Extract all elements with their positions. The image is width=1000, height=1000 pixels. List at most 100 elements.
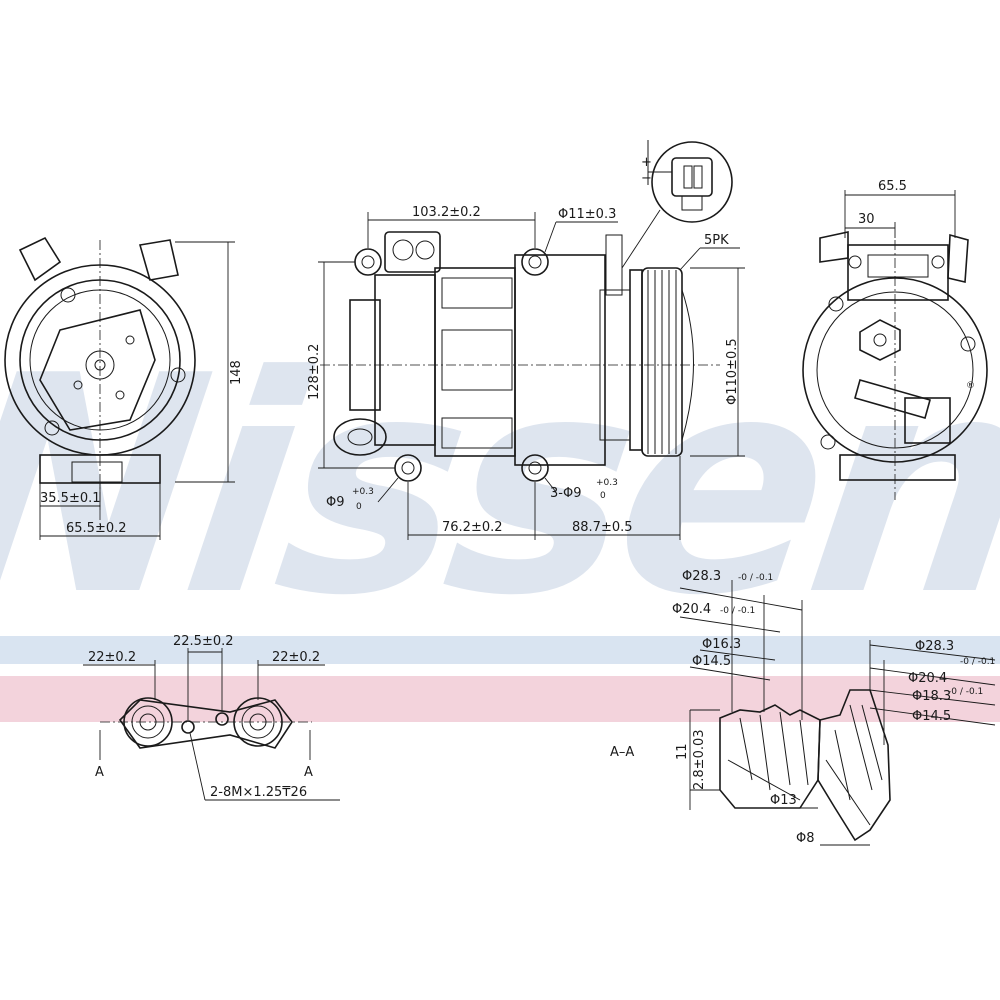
- dim-65-5: 65.5±0.2: [66, 521, 127, 536]
- leader: [679, 247, 701, 271]
- main-view-rib: [441, 329, 513, 391]
- rear-view-sensor-box: [904, 397, 951, 444]
- dim-aa-d5: Φ13: [770, 793, 797, 808]
- rear-view-lug: [819, 231, 849, 263]
- dim-pulley-dia: Φ110±0.5: [725, 338, 740, 405]
- port-right-ring: [241, 705, 275, 739]
- connector-detail: + −: [621, 140, 733, 269]
- dim-line: [869, 667, 996, 686]
- connector-detail-circle: [651, 141, 733, 223]
- main-view-valve-block: [384, 231, 441, 273]
- dim-line: [679, 616, 781, 633]
- main-view-rib: [441, 417, 513, 449]
- section-right-body: [817, 689, 891, 842]
- dim-128: 128±0.2: [307, 344, 322, 400]
- section-aa-hatch: [727, 711, 809, 801]
- dim-line: [869, 689, 996, 706]
- dim-76-2: 76.2±0.2: [442, 520, 503, 535]
- rear-view-mount: [839, 454, 956, 481]
- dim-aa-d2-tol: -0 / -0.1: [720, 606, 755, 616]
- dim-hole-right: 3-Φ9: [550, 486, 581, 501]
- connector-minus: −: [641, 171, 652, 186]
- dim-aa-depth2: 2.8±0.03: [692, 729, 707, 790]
- rear-view-bolt: [960, 336, 976, 352]
- watermark-band-pink: [0, 676, 1000, 722]
- dim-r-d1: Φ28.3: [915, 639, 954, 654]
- main-view-pulley-hub: [681, 289, 694, 441]
- dim-aa-d2: Φ20.4: [672, 602, 711, 617]
- rear-view-head-slot: [867, 254, 929, 278]
- dim-r-d3: Φ18.3: [912, 689, 951, 704]
- main-view-side-port-inner: [347, 428, 373, 446]
- dim-88-7: 88.7±0.5: [572, 520, 633, 535]
- section-a-right: A: [304, 765, 313, 780]
- dim-r-d4: Φ14.5: [912, 709, 951, 724]
- connector-leader: [621, 209, 661, 269]
- section-right: Φ28.3 -0 / -0.1 Φ20.4 -0 / -0.1 Φ18.3 Φ1…: [796, 639, 995, 846]
- main-view-rear-cover: [349, 299, 381, 411]
- dim-aa-depth1: 11: [675, 743, 690, 760]
- dim-hole-left-tol-upper: +0.3: [352, 487, 374, 497]
- side-view-rivet: [115, 390, 125, 400]
- main-view-rib: [441, 277, 513, 309]
- leader: [544, 221, 557, 253]
- rear-view-bolt: [848, 255, 862, 269]
- side-view-bolt: [60, 287, 76, 303]
- dim-r-d1-tol: -0 / -0.1: [960, 657, 995, 667]
- leader: [189, 732, 206, 801]
- main-view: 103.2±0.2 Φ11±0.3 128±0.2 Φ9 +0.3 0 3-Φ9…: [307, 205, 745, 540]
- dim-line: [699, 649, 776, 661]
- section-aa-left: A–A Φ28.3 -0 / -0.1 Φ20.4 -0 / -0.1 Φ16.…: [610, 569, 821, 810]
- dim-22-right: 22±0.2: [272, 650, 320, 665]
- rear-view-lug: [947, 233, 969, 283]
- watermark-band-blue: [0, 636, 1000, 664]
- rear-view-bolt: [931, 255, 945, 269]
- leader: [544, 477, 557, 493]
- port-view: A A 22±0.2 22.5±0.2 22±0.2 2-8M×1.25₸26: [83, 634, 340, 801]
- dim-aa-d3: Φ16.3: [702, 637, 741, 652]
- dim-rear-65-5: 65.5: [878, 179, 907, 194]
- connector-pin: [693, 165, 703, 189]
- dim-line: [869, 707, 996, 726]
- rear-view-nut: [859, 319, 901, 361]
- side-view-connector: [18, 236, 62, 282]
- side-view-rivet: [125, 335, 135, 345]
- dim-r-d2: Φ20.4: [908, 671, 947, 686]
- dim-103-2: 103.2±0.2: [412, 205, 481, 220]
- main-view-port: [392, 239, 414, 261]
- dim-line: [869, 644, 996, 661]
- dim-hole-right-tol-lower: 0: [600, 491, 606, 501]
- main-view-front-housing: [514, 254, 606, 466]
- rear-view-bolt: [828, 296, 844, 312]
- main-view-mount-hole-bl-inner: [401, 461, 415, 475]
- dim-22-5: 22.5±0.2: [173, 634, 234, 649]
- main-view-mount-hole-br-inner: [528, 461, 542, 475]
- connector-plus: +: [641, 155, 652, 170]
- main-view-mount-hole-br: [521, 454, 549, 482]
- dim-r-d5: Φ8: [796, 831, 815, 846]
- port-flange: [118, 699, 293, 749]
- main-view-connector-stem: [605, 234, 623, 296]
- dim-hole-right-tol-upper: +0.3: [596, 478, 618, 488]
- leader: [377, 477, 399, 503]
- dim-hole-top: Φ11±0.3: [558, 207, 616, 222]
- dim-aa-d4: Φ14.5: [692, 654, 731, 669]
- port-bolt-hole: [215, 712, 229, 726]
- connector-pin: [683, 165, 693, 189]
- port-bolt-hole: [181, 720, 195, 734]
- dim-hole-left-tol-lower: 0: [356, 502, 362, 512]
- section-right-hatch: [825, 704, 883, 826]
- section-aa-label: A–A: [610, 745, 634, 760]
- section-a-left: A: [95, 765, 104, 780]
- side-view-bolt: [44, 420, 60, 436]
- main-view-pulley: [641, 267, 683, 457]
- main-view-side-port: [333, 418, 387, 456]
- dim-aa-d1: Φ28.3: [682, 569, 721, 584]
- dim-rear-30: 30: [858, 212, 875, 227]
- rear-view: 65.5 30: [802, 179, 988, 500]
- watermark-brand: Nissens: [0, 312, 1000, 661]
- side-view-rivet: [73, 380, 83, 390]
- dim-22-left: 22±0.2: [88, 650, 136, 665]
- main-view-mount-hole-tr: [521, 248, 549, 276]
